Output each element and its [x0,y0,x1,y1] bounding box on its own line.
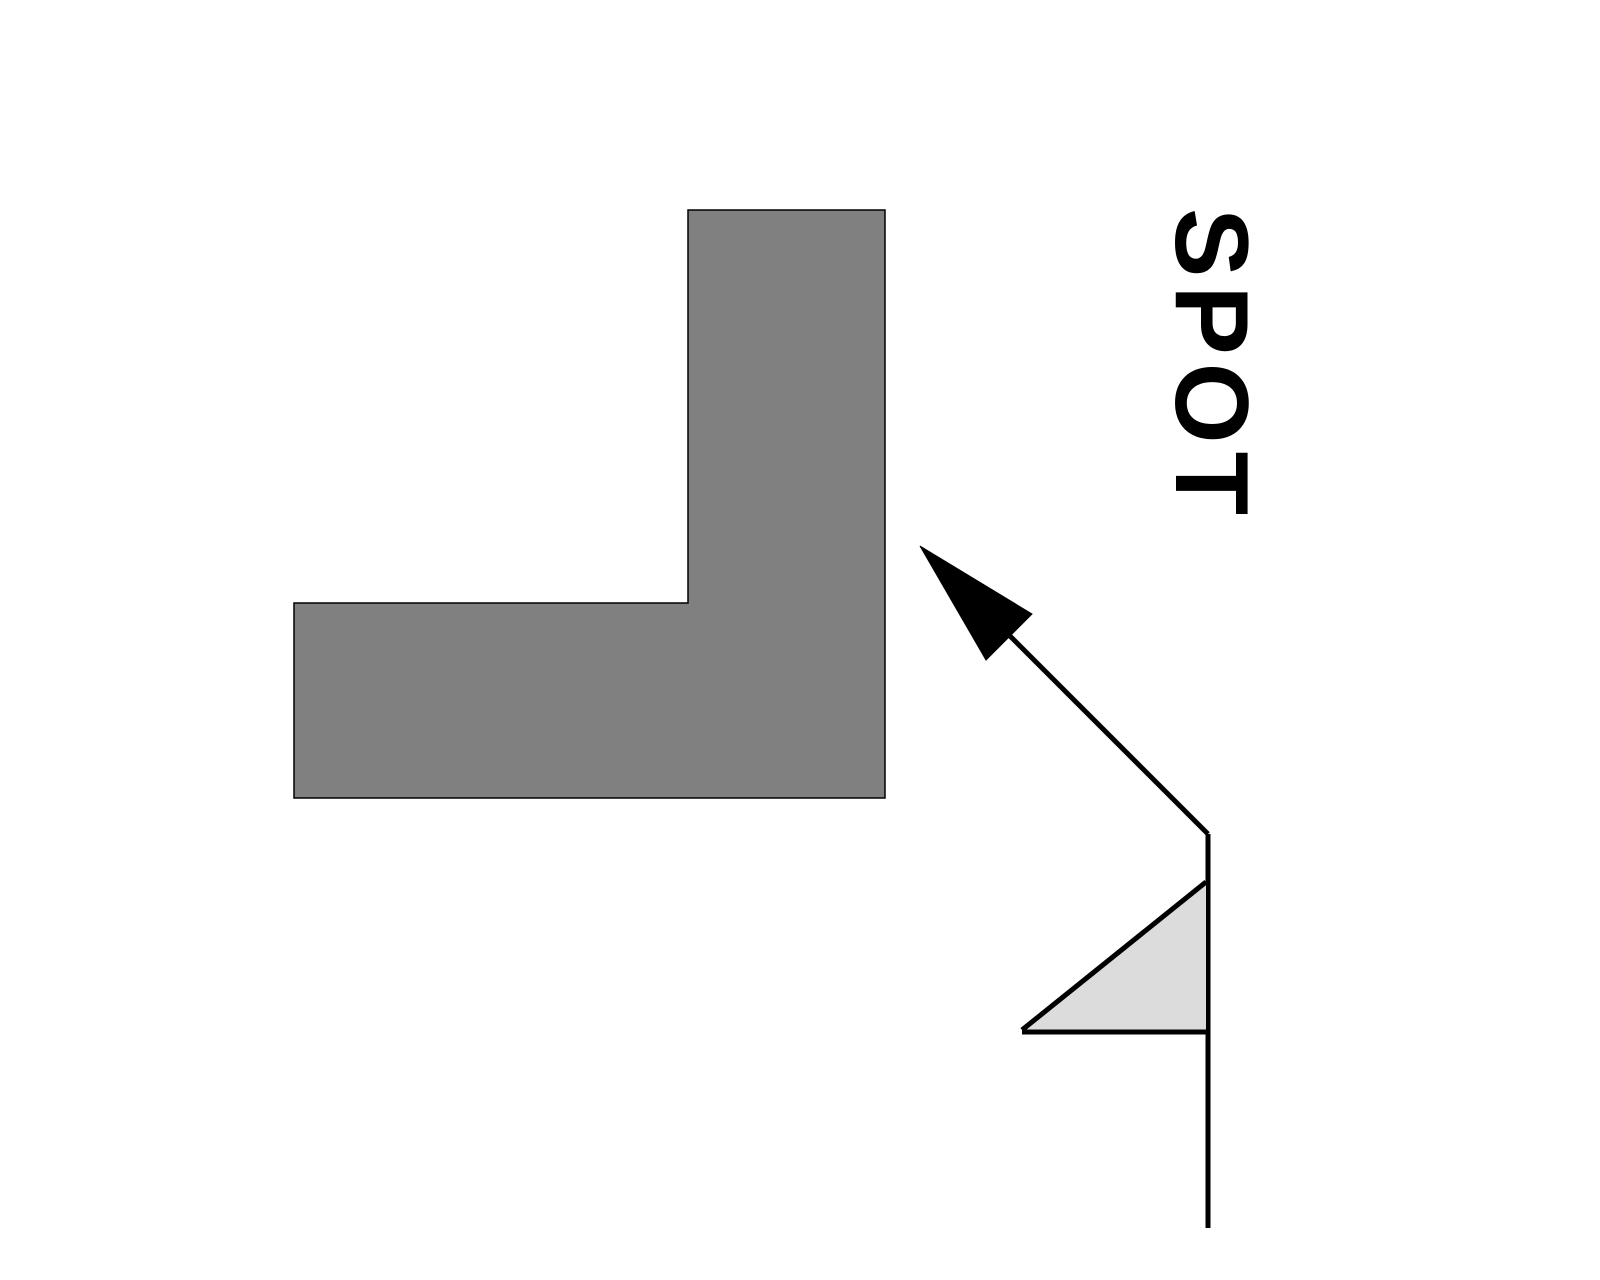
l-shaped-block [293,209,886,799]
arrow-head [919,545,1033,661]
flag-hypotenuse [1020,880,1208,1032]
spot-label: SPOT [1153,208,1269,523]
arrow-shaft [1006,632,1210,836]
